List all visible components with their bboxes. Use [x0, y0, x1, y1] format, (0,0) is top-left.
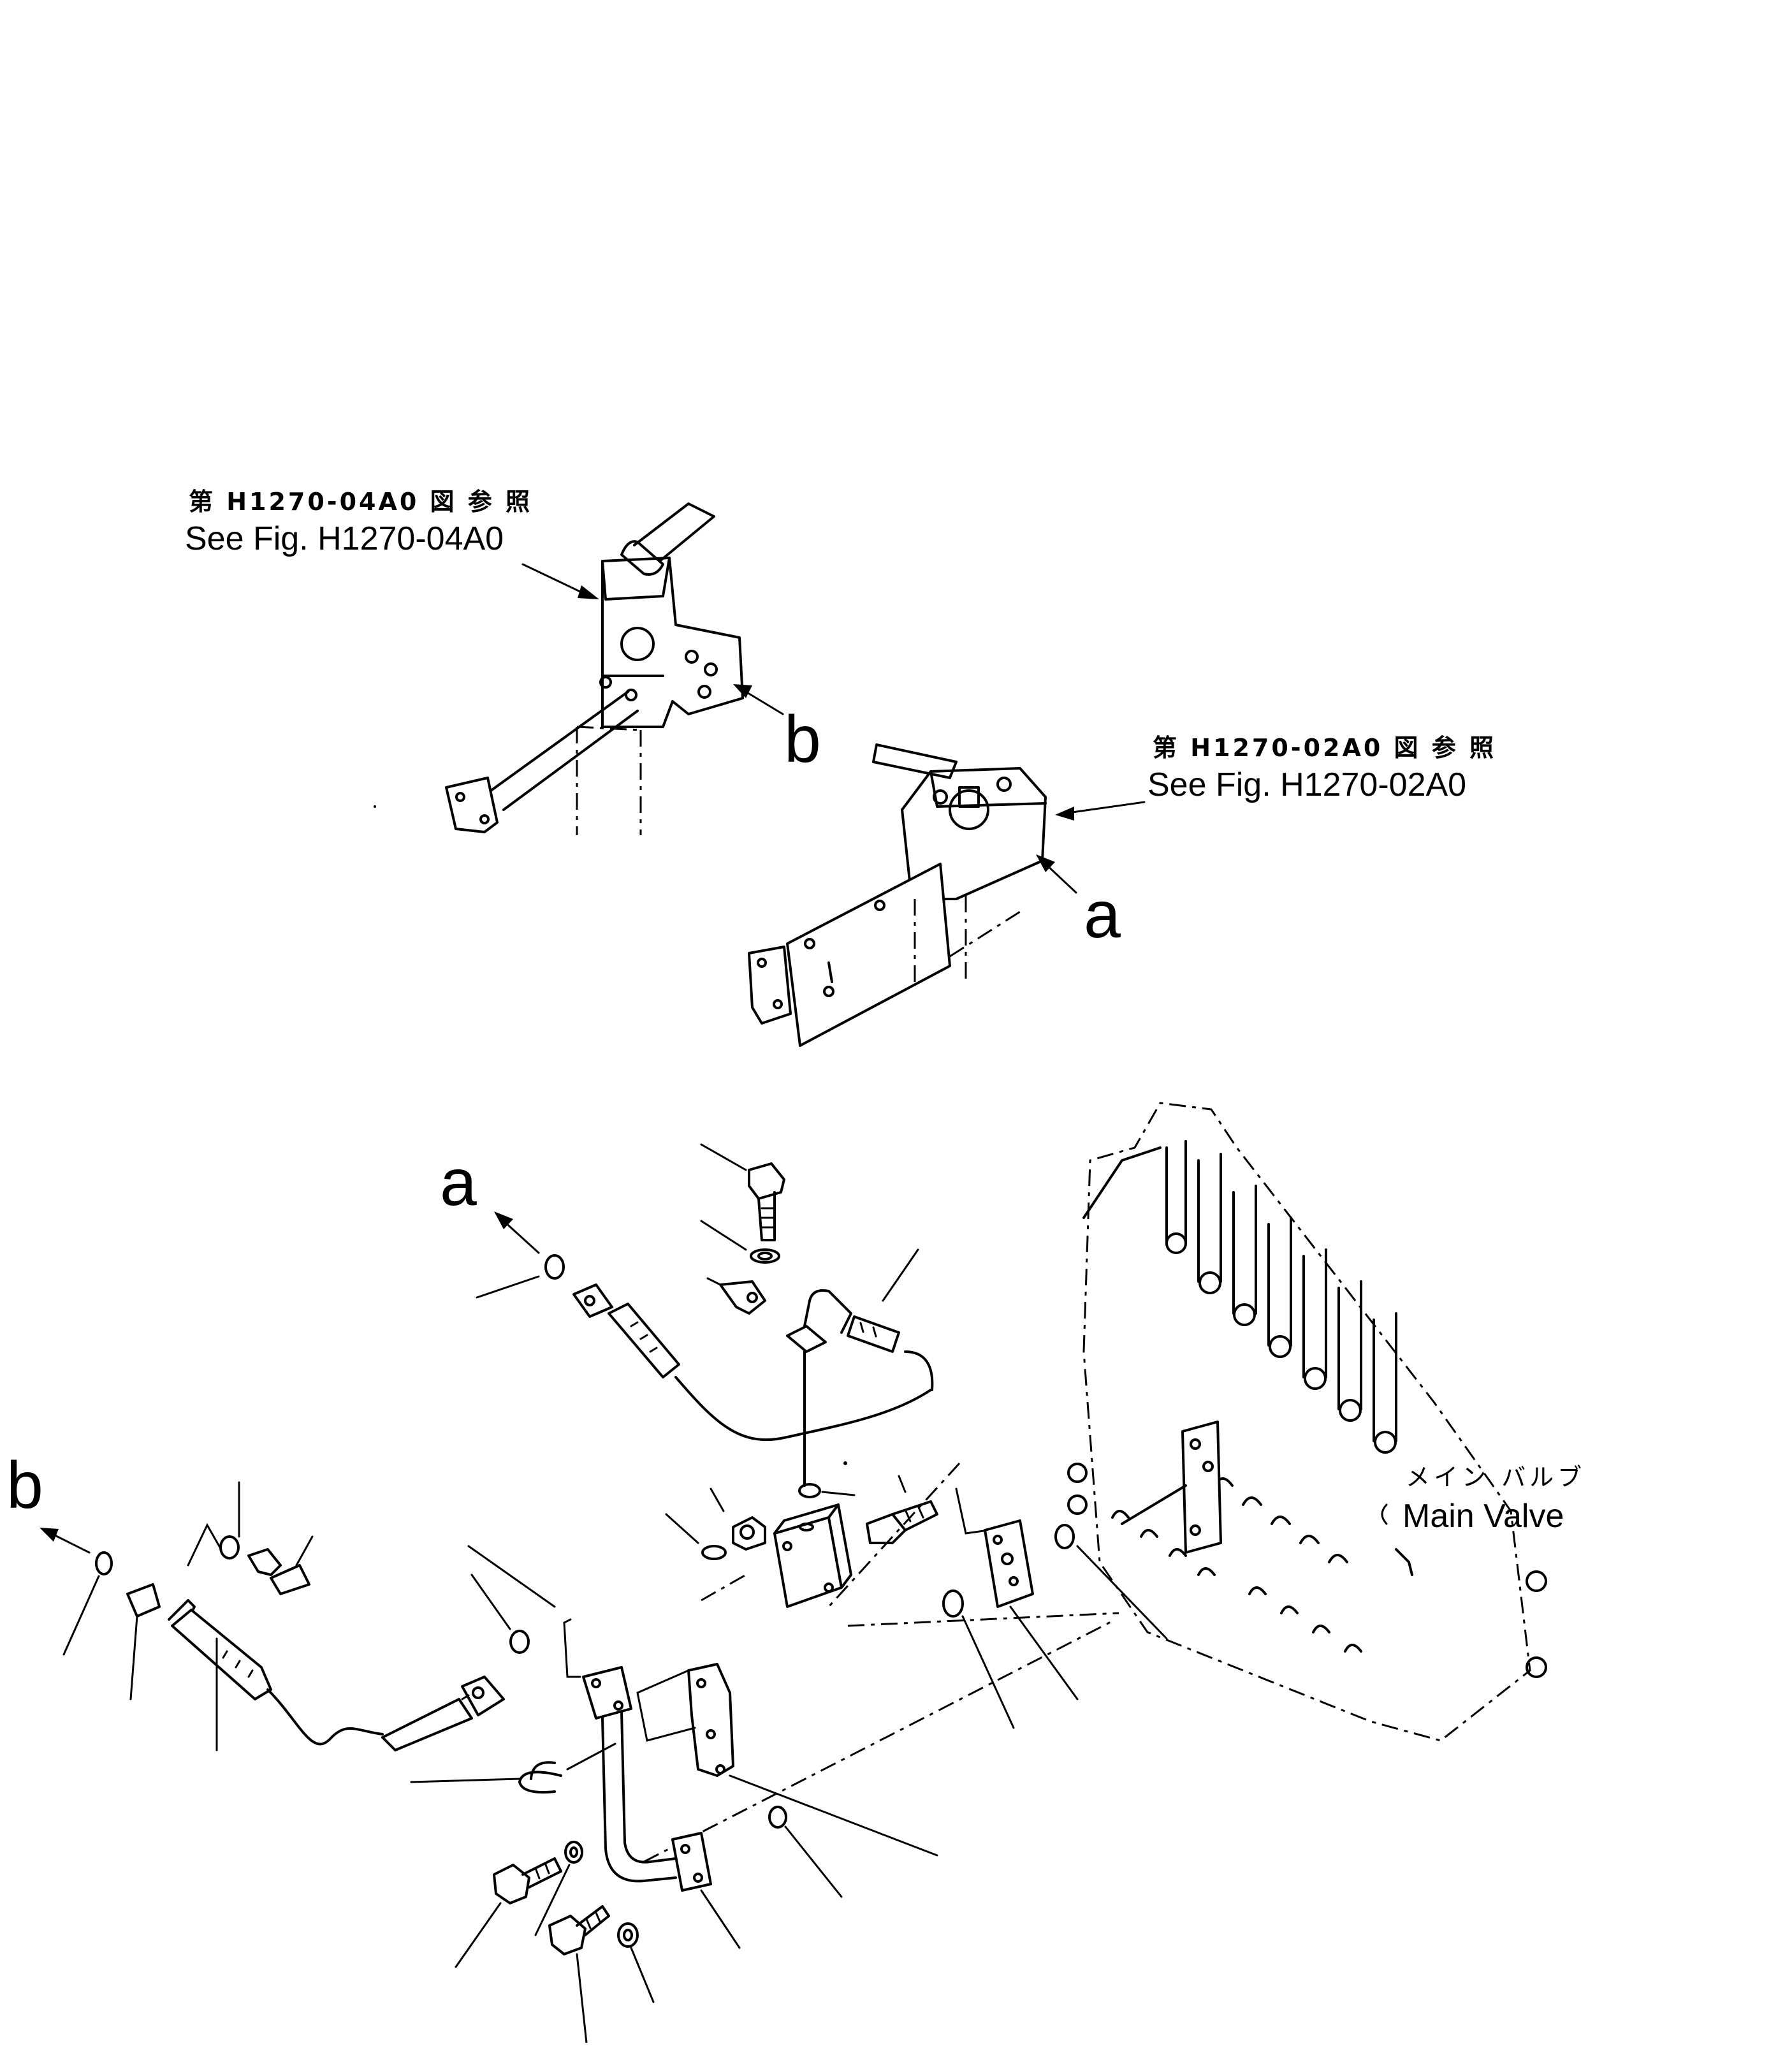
ref-right-caption: 第 H1270-02A0 図 参 照 See Fig. H1270-02A0 — [1147, 734, 1496, 803]
right-plate-group — [866, 1475, 1168, 1729]
ref-upper-caption: 第 H1270-04A0 図 参 照 See Fig. H1270-04A0 — [185, 488, 532, 557]
ref-upper-en: See Fig. H1270-04A0 — [185, 520, 504, 557]
bracket-plate — [636, 1663, 938, 1857]
elbow-pipe — [467, 1545, 741, 1949]
main-valve: メイン バルブ Main Valve — [1067, 1102, 1585, 1742]
label-b-bottom-text: b — [6, 1449, 43, 1523]
u-clamp — [410, 1743, 616, 1794]
main-valve-en: Main Valve — [1402, 1498, 1564, 1535]
label-a-top-text: a — [1084, 878, 1121, 952]
lower-bolts — [455, 1806, 843, 2044]
junction-block — [773, 1350, 856, 1608]
ref-upper-jp: 第 H1270-04A0 図 参 照 — [189, 488, 532, 516]
left-hose-group — [62, 1481, 530, 1751]
label-b-bottom: b — [6, 1449, 91, 1554]
label-a-bottom: a — [440, 1146, 540, 1254]
main-valve-ports — [1067, 1458, 1547, 1678]
stray-dot — [843, 1461, 847, 1465]
right-valve-assembly — [748, 743, 1146, 1047]
label-b-top: b — [733, 684, 821, 777]
upper-valve-assembly — [445, 502, 744, 835]
upper-hose-group — [476, 1143, 934, 1442]
ref-right-jp: 第 H1270-02A0 図 参 照 — [1153, 734, 1496, 762]
label-a-bottom-text: a — [440, 1146, 477, 1220]
main-valve-spools — [1165, 1140, 1397, 1454]
stray-dot — [374, 805, 376, 808]
nut-washer — [665, 1487, 766, 1560]
ref-right-en: See Fig. H1270-02A0 — [1147, 766, 1466, 803]
label-b-top-text: b — [784, 703, 821, 777]
label-a-top: a — [1036, 854, 1121, 952]
main-valve-jp: メイン バルブ — [1406, 1463, 1585, 1491]
centre-lines — [643, 1462, 1119, 1863]
